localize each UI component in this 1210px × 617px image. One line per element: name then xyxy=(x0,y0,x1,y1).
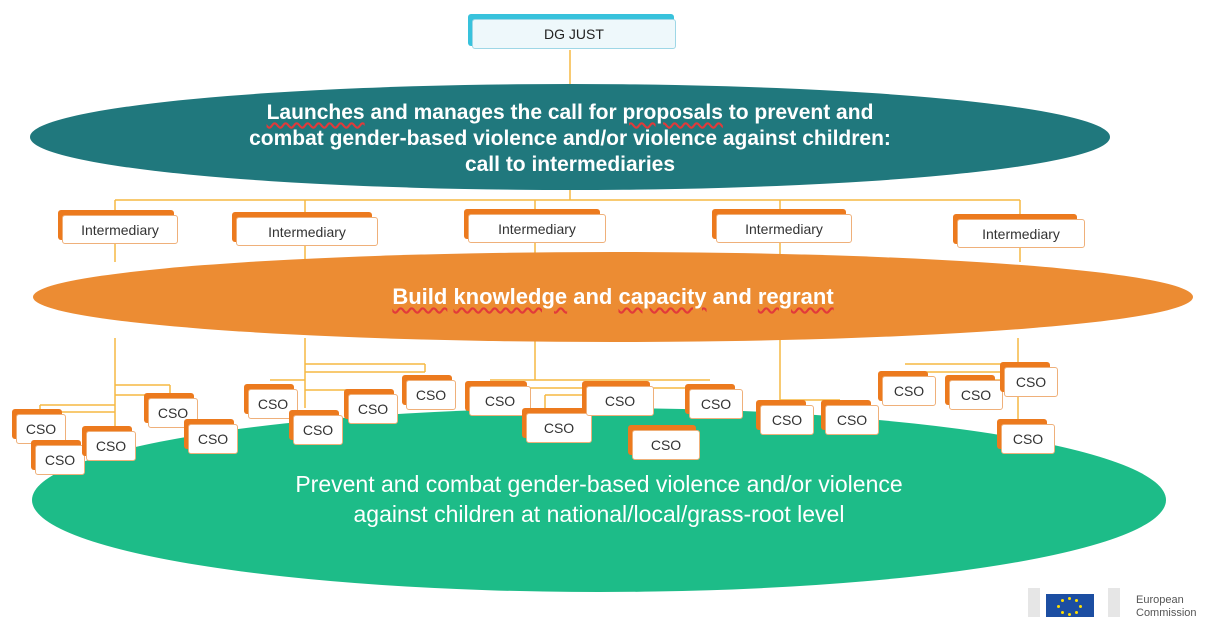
intermediary-label: Intermediary xyxy=(716,214,852,243)
launch-call-ellipse: Launches and manages the call for propos… xyxy=(30,84,1110,190)
cso-label: CSO xyxy=(882,376,936,406)
dg-just-label: DG JUST xyxy=(472,19,676,49)
cso-label: CSO xyxy=(16,414,66,444)
line-1-mid: and manages the call for xyxy=(364,101,623,124)
cso-label: CSO xyxy=(348,394,398,424)
cso-label: CSO xyxy=(825,405,879,435)
and-word: and xyxy=(567,284,619,309)
cso-label: CSO xyxy=(586,386,654,416)
logo-text-line-1: European xyxy=(1136,594,1184,606)
cso-label: CSO xyxy=(949,380,1003,410)
prevent-combat-text: Prevent and combat gender-based violence… xyxy=(295,469,902,529)
cso-label: CSO xyxy=(293,415,343,445)
cso-label: CSO xyxy=(526,413,592,443)
cso-label: CSO xyxy=(469,386,531,416)
prevent-line-2: against children at national/local/grass… xyxy=(353,501,845,527)
and-word-2: and xyxy=(706,284,758,309)
cso-label: CSO xyxy=(632,430,700,460)
line-1-end: to prevent and xyxy=(722,101,874,124)
logo-text: European Commission xyxy=(1136,594,1197,617)
cso-label: CSO xyxy=(1001,424,1055,454)
cso-label: CSO xyxy=(86,431,136,461)
proposals-word: proposals xyxy=(622,101,723,124)
regrant-word: regrant xyxy=(757,284,834,309)
build-knowledge-text: Build knowledge and capacity and regrant xyxy=(392,284,833,310)
build-knowledge-ellipse: Build knowledge and capacity and regrant xyxy=(33,252,1193,342)
launch-call-line-3: call to intermediaries xyxy=(464,153,676,176)
intermediary-label: Intermediary xyxy=(236,217,378,246)
build-word: Build xyxy=(392,284,448,309)
dg-just-box: DG JUST xyxy=(468,14,678,50)
logo-text-line-2: Commission xyxy=(1136,607,1197,617)
european-commission-logo: European Commission xyxy=(1028,588,1210,617)
prevent-line-1: Prevent and combat gender-based violence… xyxy=(295,471,903,497)
launches-word: Launches xyxy=(266,101,365,124)
cso-label: CSO xyxy=(1004,367,1058,397)
cso-label: CSO xyxy=(689,389,743,419)
eu-flag-icon xyxy=(1046,594,1094,617)
knowledge-word: knowledge xyxy=(453,284,568,309)
cso-label: CSO xyxy=(188,424,238,454)
cso-label: CSO xyxy=(406,380,456,410)
intermediary-label: Intermediary xyxy=(957,219,1085,248)
logo-building-shape xyxy=(1108,588,1120,617)
capacity-word: capacity xyxy=(618,284,707,309)
launch-call-text: Launches and manages the call for propos… xyxy=(249,100,891,178)
launch-call-line-2: combat gender-based violence and/or viol… xyxy=(249,127,891,150)
cso-label: CSO xyxy=(35,445,85,475)
intermediary-label: Intermediary xyxy=(62,215,178,244)
intermediary-label: Intermediary xyxy=(468,214,606,243)
cso-label: CSO xyxy=(760,405,814,435)
logo-building-shape xyxy=(1028,588,1040,617)
